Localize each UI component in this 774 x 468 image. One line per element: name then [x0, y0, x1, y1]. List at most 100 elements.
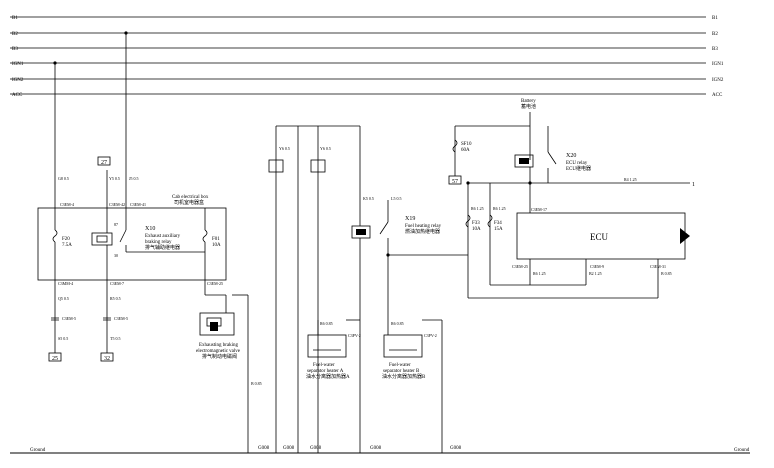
fuse-f01-symbol [202, 229, 208, 243]
relay-x19-name-cn: 燃油加热继电器 [405, 228, 440, 235]
valve-label-2: electromagnetic valve [196, 349, 241, 354]
heater-a-label-1: Fuel-water [313, 363, 335, 368]
ref-32-label: 32 [104, 356, 110, 362]
relay-x10-name1: Exhaust auxiliary [145, 234, 181, 239]
fuse-f20-symbol [52, 229, 58, 243]
connector-label: C3EM-4 [60, 202, 74, 207]
ground-ref-label: G008 [283, 446, 295, 451]
wire-label: K5 0.5 [363, 196, 374, 201]
wire-label: S5 0.5 [58, 336, 68, 341]
valve-core [210, 322, 218, 331]
wire-label: R6 1.25 [471, 206, 484, 211]
relay-x19-core [356, 229, 366, 235]
connector-label: C3EM-41 [130, 202, 146, 207]
relay-x19-id: X19 [405, 216, 415, 222]
ref-box-32 [100, 352, 114, 362]
left-circuit: 27 G8 0.5 Y5 0.5 J5 0.5 Cab electrical b… [37, 33, 262, 453]
connector-label: C3PV-2 [348, 333, 361, 338]
ground-ref-label: G008 [310, 446, 322, 451]
wire-label: T5 0.5 [110, 336, 120, 341]
heater-b-label-2: separator heater B [383, 369, 420, 374]
heater-b-label-cn: 油水分离器加热器B [382, 373, 426, 380]
wire-label: B 0.85 [661, 271, 672, 276]
cab-box-title-cn: 司机室电器盒 [174, 199, 204, 206]
connector-label: C3EM-5 [62, 316, 76, 321]
relay-x20-core [519, 158, 529, 164]
ref-box-27 [97, 156, 111, 166]
ref-arrow: 1 [692, 182, 695, 188]
relay-x20-coil [514, 154, 534, 168]
wire-label: L5 0.5 [391, 196, 401, 201]
wire-label: Y6 0.5 [320, 146, 331, 151]
connector-label: C3EM-9 [590, 264, 604, 269]
ground-ref-label: G008 [450, 446, 462, 451]
power-rails: B1 B2 B3 IGN1 IGN2 ACC B1 B2 B3 IGN1 IGN… [10, 16, 750, 454]
pin-label: 87 [114, 222, 118, 227]
right-circuit: Battery 蓄电池 SF10 60A 57 X20 ECU relay EC… [448, 99, 695, 299]
ecu-label: ECU [590, 232, 609, 242]
connector-label: C3MM-4 [58, 281, 73, 286]
rail-label-b1-left: B1 [12, 16, 18, 21]
fuse-f34-id: F34 [494, 221, 502, 226]
wire-label: Y6 0.5 [279, 146, 290, 151]
pin-label: 30 [114, 253, 118, 258]
fuse-f33-symbol [465, 214, 471, 228]
wire-label: B2 1.25 [589, 271, 602, 276]
wire-label: Q5 0.5 [58, 296, 69, 301]
rail-label-b3-left: B3 [12, 47, 18, 52]
relay-x19-coil [351, 225, 371, 239]
battery-label-cn: 蓄电池 [521, 103, 536, 110]
heater-a-box [307, 334, 347, 358]
fuse-f01-id: F01 [212, 237, 220, 242]
middle-circuit: Y6 0.5 Y6 0.5 X19 Fuel heating relay 燃油加… [268, 125, 468, 453]
relay-x20-id: X20 [566, 153, 576, 159]
cab-electrical-box [37, 207, 227, 281]
fuse-f33-id: F33 [472, 221, 480, 226]
connector-label: C3EM-7 [110, 281, 124, 286]
fuse-f33-rating: 10A [472, 227, 481, 232]
rail-label-ign1-right: IGN1 [712, 62, 724, 67]
connector-label: C3EM-25 [207, 281, 223, 286]
wire-label: R6 1.25 [493, 206, 506, 211]
wire-label: J5 0.5 [129, 176, 139, 181]
rail-label-ign2-left: IGN2 [12, 78, 24, 83]
relay-x10-name-cn: 排气辅助继电器 [145, 244, 180, 251]
ground-ref-label: G008 [370, 446, 382, 451]
rail-label-ign1-left: IGN1 [12, 62, 24, 67]
fuse-f34-symbol [487, 214, 493, 228]
connector-block-b [310, 159, 326, 173]
wire-label: R6 0.85 [320, 321, 333, 326]
heater-a-label-2: separator heater A [307, 369, 344, 374]
fuse-sf10-symbol [452, 139, 458, 153]
fuse-f20-rating: 7.5A [62, 243, 72, 248]
wire-label: G8 0.5 [58, 176, 69, 181]
rail-label-b2-left: B2 [12, 32, 18, 37]
connector-block-a [268, 159, 284, 173]
connector-label: C3EM-42 [109, 202, 125, 207]
heater-a-label-cn: 油水分离器加热器A [306, 373, 350, 380]
fuse-f20-id: F20 [62, 237, 70, 242]
fuse-sf10-rating: 60A [461, 148, 470, 153]
ref-27-label: 27 [101, 160, 107, 166]
ground-references: G008 G008 G008 G008 G008 [258, 446, 462, 451]
wire-label: R6 0.85 [391, 321, 404, 326]
rail-label-acc-left: ACC [12, 93, 23, 98]
connector-label: C3EM-17 [531, 207, 547, 212]
rail-label-ign2-right: IGN2 [712, 78, 724, 83]
valve-label-cn: 排气制动电磁阀 [202, 353, 237, 360]
connector-mark [51, 317, 59, 321]
fuse-f01-rating: 10A [212, 243, 221, 248]
cab-box-title: Cab electrical box [172, 195, 209, 200]
relay-x10-name2: braking relay [145, 240, 172, 245]
ref-57-label: 57 [452, 179, 458, 185]
ground-label-left: Ground [30, 448, 46, 453]
ecu-arrow-icon [680, 228, 690, 244]
relay-x10-coil-core [96, 235, 108, 243]
ref-box-25 [48, 352, 62, 362]
rail-label-b2-right: B2 [712, 32, 718, 37]
rail-label-b1-right: B1 [712, 16, 718, 21]
wire-label: R6 1.25 [533, 271, 546, 276]
heater-b-label-1: Fuel-water [389, 363, 411, 368]
